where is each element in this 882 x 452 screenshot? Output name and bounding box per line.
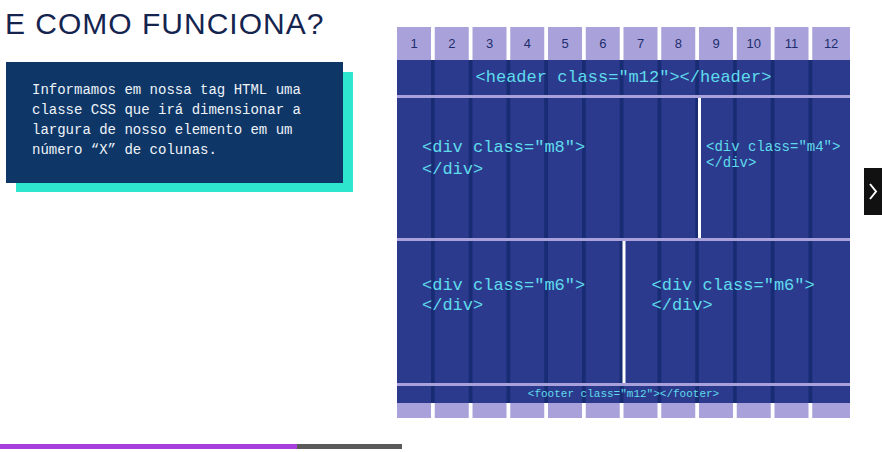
grid-column: [510, 60, 544, 403]
cell-separator: [698, 98, 701, 238]
column-cell: [548, 403, 582, 418]
column-footer-cells: [397, 403, 850, 418]
slide-title: E COMO FUNCIONA?: [5, 6, 324, 42]
column-cell: [737, 403, 771, 418]
code-text: <footer class="m12"></footer>: [528, 386, 719, 403]
column-cell: [510, 403, 544, 418]
column-cell: [586, 403, 620, 418]
next-button: [864, 168, 882, 215]
grid-column: [473, 60, 507, 403]
column-number: 2: [435, 27, 469, 60]
div-m6: <div class="m6"></div>: [626, 241, 851, 383]
column-cell: [661, 27, 695, 60]
grid-column: [775, 60, 809, 403]
cell-separator: [623, 241, 626, 383]
grid-column: [435, 60, 469, 403]
grid-column: [548, 60, 582, 403]
code-text: </div>: [422, 296, 623, 316]
column-cell: [624, 27, 658, 60]
column-number: 1: [397, 27, 431, 60]
column-number: 4: [510, 27, 544, 60]
column-number: 11: [775, 27, 809, 60]
column-cell: [473, 27, 507, 60]
column-cell: [812, 27, 850, 60]
code-text: <div class="m4">: [706, 139, 850, 155]
column-number: 7: [624, 27, 658, 60]
row-separator: [397, 238, 850, 241]
column-number: 5: [548, 27, 582, 60]
column-cell: [435, 27, 469, 60]
next-chevron: [870, 184, 876, 199]
code-text: <div class="m6">: [652, 276, 851, 296]
row-separator: [397, 383, 850, 386]
footer-element: <footer class="m12"></footer>: [397, 386, 850, 403]
grid-column: [397, 60, 431, 403]
code-text: <div class="m6">: [422, 276, 623, 296]
column-cell: [699, 27, 733, 60]
progress-bar: [0, 444, 297, 449]
column-number: 6: [586, 27, 620, 60]
column-cell: [737, 27, 771, 60]
div-m8: <div class="m8"></div>: [397, 98, 698, 238]
column-cell: [397, 403, 431, 418]
column-cell: [775, 403, 809, 418]
row-separators: [397, 95, 850, 386]
code-text: </div>: [422, 159, 698, 181]
grid-ground: [397, 60, 850, 403]
code-text: </div>: [706, 155, 850, 171]
grid-column: [812, 60, 850, 403]
column-number: 3: [473, 27, 507, 60]
grid-column: [661, 60, 695, 403]
column-cell: [473, 403, 507, 418]
body-text: Informamos em nossa tag HTML uma classe …: [32, 80, 329, 160]
div-m4: <div class="m4"></div>: [701, 98, 850, 238]
column-cell: [775, 27, 809, 60]
column-cell: [435, 403, 469, 418]
column-cell: [812, 403, 850, 418]
grid-column: [737, 60, 771, 403]
column-cell: [624, 403, 658, 418]
grid-column: [624, 60, 658, 403]
column-cell: [397, 27, 431, 60]
progress-track: [0, 444, 402, 449]
column-cell: [586, 27, 620, 60]
code-text: <div class="m8">: [422, 137, 698, 159]
header-element: <header class="m12"></header>: [397, 60, 850, 95]
column-number: 10: [737, 27, 771, 60]
explanation-box: Informamos em nossa tag HTML uma classe …: [6, 62, 343, 183]
div-m6: <div class="m6"></div>: [397, 241, 623, 383]
column-header-cells: [397, 27, 850, 60]
code-text: <header class="m12"></header>: [476, 67, 772, 89]
column-cell: [548, 27, 582, 60]
column-number: 8: [661, 27, 695, 60]
code-text: </div>: [652, 296, 851, 316]
column-cell: [661, 403, 695, 418]
row-separator: [397, 95, 850, 98]
grid-column: [699, 60, 733, 403]
column-number: 12: [812, 27, 850, 60]
column-cell: [510, 27, 544, 60]
grid-columns: [397, 60, 850, 403]
column-number: 9: [699, 27, 733, 60]
column-cell: [699, 403, 733, 418]
grid-column: [586, 60, 620, 403]
